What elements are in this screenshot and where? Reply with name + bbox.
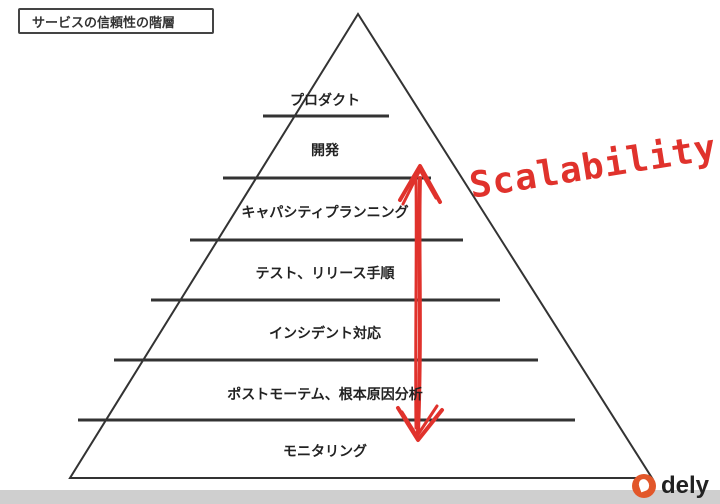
dely-logo-text: dely (661, 472, 710, 499)
arrow-head-up (398, 164, 442, 204)
layer-label-product: プロダクト (290, 93, 360, 109)
layer-label-testing-release: テスト、リリース手順 (255, 266, 395, 282)
pyramid-outline (68, 12, 654, 479)
arrow-shaft-stroke (414, 176, 418, 430)
scalability-arrow (396, 164, 444, 442)
arrow-shaft (416, 176, 422, 434)
footer-bar (0, 490, 720, 504)
layer-label-capacity-planning: キャパシティプランニング (241, 205, 409, 221)
arrow-head-down-stroke (400, 404, 439, 438)
layer-label-monitoring: モニタリング (283, 444, 367, 460)
diagram-title-box: サービスの信頼性の階層 (18, 8, 214, 34)
layer-label-development: 開発 (311, 143, 339, 159)
layer-label-postmortem: ポストモーテム、根本原因分析 (227, 387, 423, 403)
dely-logo-icon (632, 474, 656, 498)
dely-logo: dely (632, 472, 709, 500)
arrow-head-up-stroke (401, 168, 438, 206)
layer-label-incident-response: インシデント対応 (269, 326, 381, 342)
diagram-title: サービスの信頼性の階層 (32, 15, 176, 31)
